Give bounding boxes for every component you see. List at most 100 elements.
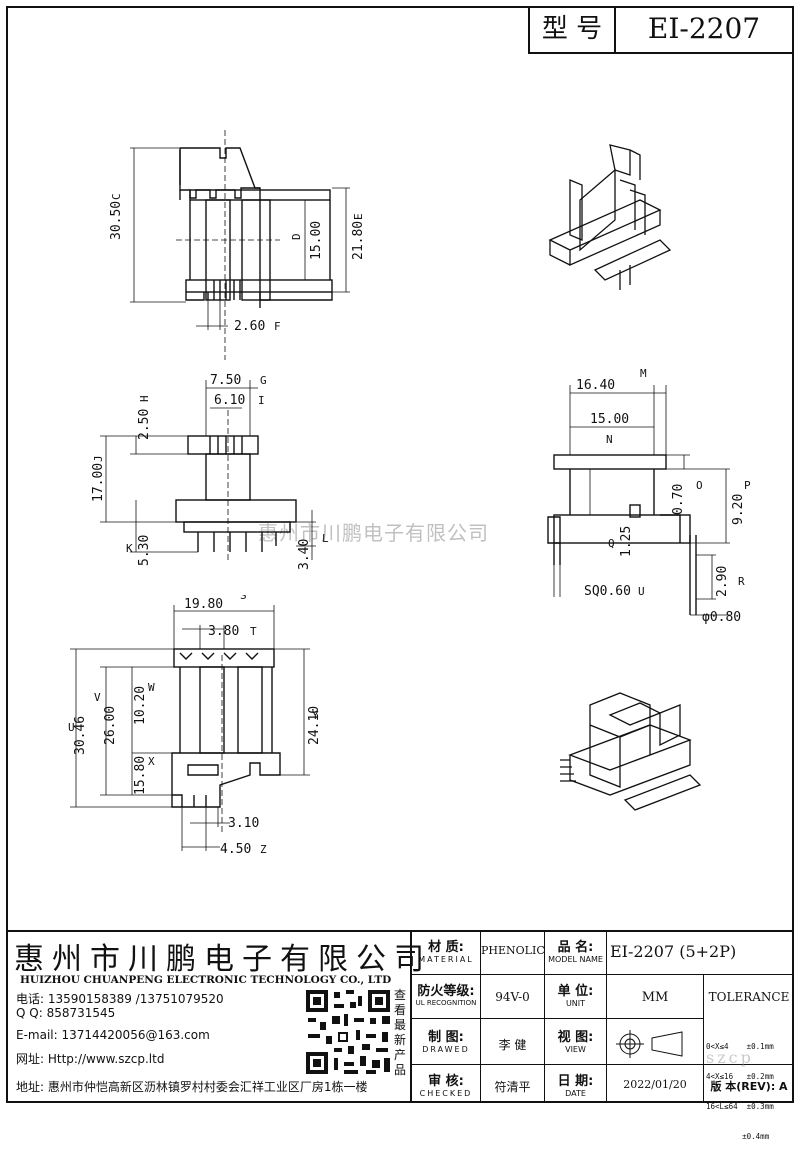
dim-n-value: 15.00 — [590, 412, 629, 427]
dim-r-value: 2.90 — [715, 566, 730, 597]
partname-value: EI-2207 (5+2P) — [610, 942, 737, 961]
dim-t-value: 3.80 — [208, 624, 239, 639]
model-value: EI-2207 — [647, 12, 761, 45]
fire-label-cn: 防火等级: — [417, 984, 475, 999]
dim-p-tag: P — [744, 479, 751, 492]
material-label: 材 质: MATERIAL — [412, 936, 480, 964]
revision-label: 版 本(REV): A — [710, 1080, 788, 1093]
dim-f-value: 2.60 — [234, 319, 265, 334]
partname-label-cn: 品 名: — [557, 940, 594, 955]
dim-p-value: 9.20 — [731, 494, 746, 525]
iso-view-2 — [560, 692, 702, 811]
tol-row-2: 4<X≤16 ±0.2mm — [706, 1072, 774, 1081]
dim-b1-value: 3.10 — [228, 816, 259, 831]
partname-label: 品 名: MODEL NAME — [545, 936, 606, 964]
dim-x-tag: X — [148, 755, 155, 768]
top-view-drawing: 30.50 C 15.00 D 21.80 E 2.60 F — [109, 130, 366, 360]
dim-u-tag: U — [638, 585, 645, 598]
dim-t-tag: T — [250, 625, 257, 638]
dim-i-tag: I — [258, 394, 265, 407]
side-view-drawing: 7.50 G 6.10 I 2.50 H 17.00 J 5.30 K 3.40… — [91, 373, 329, 570]
iso-view-1 — [548, 144, 672, 290]
qr-caption: 查看最新产品 — [394, 988, 407, 1077]
dim-h-tag: H — [138, 395, 151, 402]
dim-k-tag: K — [126, 542, 133, 555]
dim-l-tag: L — [322, 532, 329, 545]
dim-n-tag: N — [606, 433, 613, 446]
dim-w-value: 10.20 — [133, 686, 148, 725]
material-value: PHENOLIC — [481, 944, 545, 957]
company-name-cn: 惠州市川鹏电子有限公司 — [14, 942, 432, 977]
dim-r-tag: R — [738, 575, 745, 588]
qr-code-icon — [304, 988, 392, 1076]
dim-y-tag: Y — [312, 709, 319, 722]
company-name-en: HUIZHOU CHUANPENG ELECTRONIC TECHNOLOGY … — [20, 974, 392, 986]
view-label-en: VIEW — [565, 1045, 586, 1054]
checked-label-en: CHECKED — [419, 1089, 473, 1098]
dim-u-value: SQ0.60 — [584, 584, 631, 599]
dim-e-tag: E — [352, 213, 365, 220]
title-block: 惠州市川鹏电子有限公司 HUIZHOU CHUANPENG ELECTRONIC… — [6, 930, 794, 1141]
dim-d-value: 15.00 — [309, 221, 324, 260]
date-label-en: DATE — [565, 1089, 586, 1098]
drawn-label-en: DRAWED — [422, 1045, 470, 1054]
dim-v-value: 26.00 — [103, 706, 118, 745]
dim-i-value: 6.10 — [214, 393, 245, 408]
dim-m-value: 16.40 — [576, 378, 615, 393]
dim-w-tag: W — [148, 681, 155, 694]
fire-label: 防火等级: UL RECOGNITION — [412, 980, 480, 1007]
unit-label-cn: 单 位: — [557, 984, 594, 999]
company-qq: Q Q: 858731545 — [16, 1006, 116, 1020]
front-view-drawing: 16.40 M 15.00 N 0.70 O 9.20 P 1.25 Q 2.9… — [547, 367, 751, 625]
dim-e-value: 21.80 — [351, 221, 366, 260]
projection-symbol-icon — [616, 1030, 683, 1058]
dim-x-value: 15.80 — [133, 756, 148, 795]
dim-s-tag: S — [240, 595, 247, 602]
checked-label-cn: 审 核: — [428, 1074, 464, 1089]
dim-g-value: 7.50 — [210, 373, 241, 388]
dim-o-value: 0.70 — [671, 484, 686, 515]
dim-m-tag: M — [640, 367, 647, 380]
date-label-cn: 日 期: — [557, 1074, 594, 1089]
dim-y-value: 24.10 — [307, 706, 322, 745]
partname-label-en: MODEL NAME — [548, 955, 603, 964]
company-website: 网址: Http://www.szcp.ltd — [16, 1052, 165, 1066]
drawn-label-cn: 制 图: — [428, 1030, 464, 1045]
tol-row-1: 0<X≤4 ±0.1mm — [706, 1042, 774, 1051]
dim-d-tag: D — [290, 233, 303, 240]
drawn-value: 李 健 — [498, 1038, 527, 1052]
dim-h-value: 2.50 — [137, 409, 152, 440]
unit-value: MM — [641, 990, 669, 1005]
site-watermark: szcp — [706, 1048, 754, 1067]
dim-o-tag: O — [696, 479, 703, 492]
bottom-view-drawing: 19.80 S 3.80 T 30.46 U 26.00 V 10.20 W 1… — [68, 595, 322, 857]
unit-label: 单 位: UNIT — [545, 980, 606, 1008]
unit-label-en: UNIT — [565, 999, 586, 1008]
dim-u2-value: 30.46 — [73, 716, 88, 755]
company-phone: 电话: 13590158389 /13751079520 — [16, 992, 224, 1006]
dim-l-value: 3.40 — [297, 539, 312, 570]
dim-q-value: 1.25 — [619, 526, 634, 557]
dim-j-value: 17.00 — [91, 463, 106, 502]
dim-f-tag: F — [274, 320, 281, 333]
dim-u2-tag: U — [68, 721, 75, 734]
dim-phi-value: φ0.80 — [702, 610, 741, 625]
dim-s-value: 19.80 — [184, 597, 223, 612]
drawn-label: 制 图: DRAWED — [412, 1026, 480, 1054]
dim-g-tag: G — [260, 374, 267, 387]
dim-v-tag: V — [94, 691, 101, 704]
dim-c-value: 30.50 — [109, 201, 124, 240]
dim-c-tag: C — [110, 193, 123, 200]
date-value: 2022/01/20 — [623, 1078, 687, 1091]
drawing-frame — [6, 6, 794, 1103]
date-label: 日 期: DATE — [545, 1070, 606, 1098]
tol-row-4: ±0.4mm — [706, 1132, 770, 1141]
view-label: 视 图: VIEW — [545, 1026, 606, 1054]
material-label-en: MATERIAL — [418, 955, 474, 964]
company-watermark: 惠州市川鹏电子有限公司 — [258, 521, 489, 545]
dim-z-value: 4.50 — [220, 842, 251, 857]
tolerance-label: TOLERANCE — [708, 990, 790, 1004]
dim-z-tag: Z — [260, 843, 267, 856]
checked-label: 审 核: CHECKED — [412, 1070, 480, 1098]
model-header: 型 号 EI-2207 — [528, 6, 794, 54]
